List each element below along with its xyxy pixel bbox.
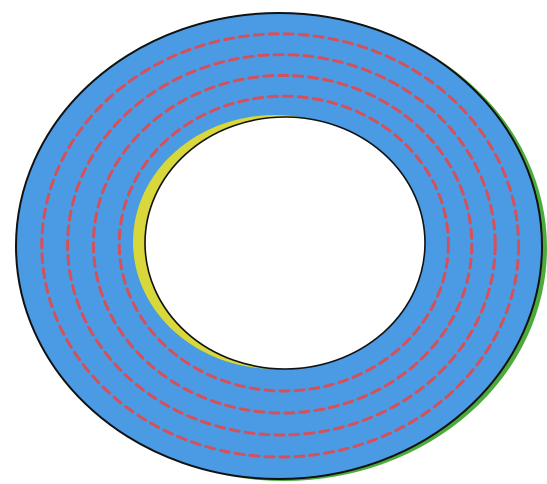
center-hole <box>145 117 425 369</box>
